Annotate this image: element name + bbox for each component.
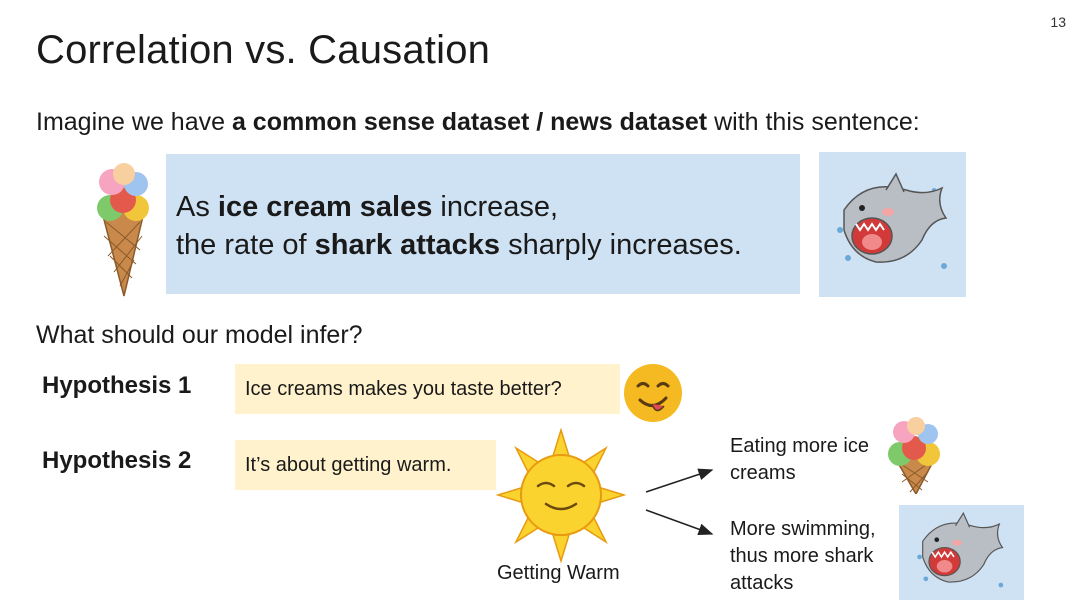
question-text: What should our model infer? [36, 321, 363, 349]
sentence-bold: ice cream sales [217, 191, 433, 223]
ice-cream-icon [97, 163, 149, 297]
hypothesis-2-label: Hypothesis 2 [42, 447, 192, 474]
intro-text: Imagine we have a common sense dataset /… [36, 108, 920, 137]
intro-prefix: Imagine we have [36, 108, 232, 136]
sentence-bold: shark attacks [314, 229, 501, 261]
hypothesis-1-text: Ice creams makes you taste better? [245, 377, 562, 400]
sentence-text: As [176, 191, 218, 223]
shark-icon [837, 172, 948, 269]
effect-line: creams [730, 462, 796, 484]
effect-line: attacks [730, 572, 794, 594]
sentence-text: the rate of [176, 229, 315, 261]
hypothesis-1-label: Hypothesis 1 [42, 372, 192, 399]
effect-ice-cream: Eating more ice creams [730, 433, 869, 487]
effect-line: Eating more ice [730, 435, 869, 457]
effect-line: thus more shark [730, 545, 874, 567]
sentence-box [166, 154, 800, 294]
shark-icon [917, 511, 1004, 588]
sun-caption: Getting Warm [497, 562, 620, 584]
effect-swimming: More swimming, thus more shark attacks [730, 516, 876, 597]
ice-cream-icon [888, 417, 940, 494]
intro-bold: a common sense dataset / news dataset [231, 108, 708, 136]
hypothesis-1-box: Ice creams makes you taste better? [235, 364, 620, 414]
arrow-icon [645, 468, 714, 536]
page-number: 13 [1050, 14, 1066, 30]
hypothesis-2-text: It’s about getting warm. [245, 453, 452, 476]
sentence-text: increase, [432, 191, 559, 223]
example-sentence: As ice cream sales increase, the rate of… [176, 188, 742, 264]
yummy-face-icon [624, 364, 682, 422]
effect-line: More swimming, [730, 518, 876, 540]
hypothesis-2-box: It’s about getting warm. [235, 440, 496, 490]
sun-icon [496, 428, 626, 563]
slide-title: Correlation vs. Causation [36, 28, 491, 72]
intro-suffix: with this sentence: [707, 108, 920, 136]
sentence-text: sharply increases. [500, 229, 742, 261]
